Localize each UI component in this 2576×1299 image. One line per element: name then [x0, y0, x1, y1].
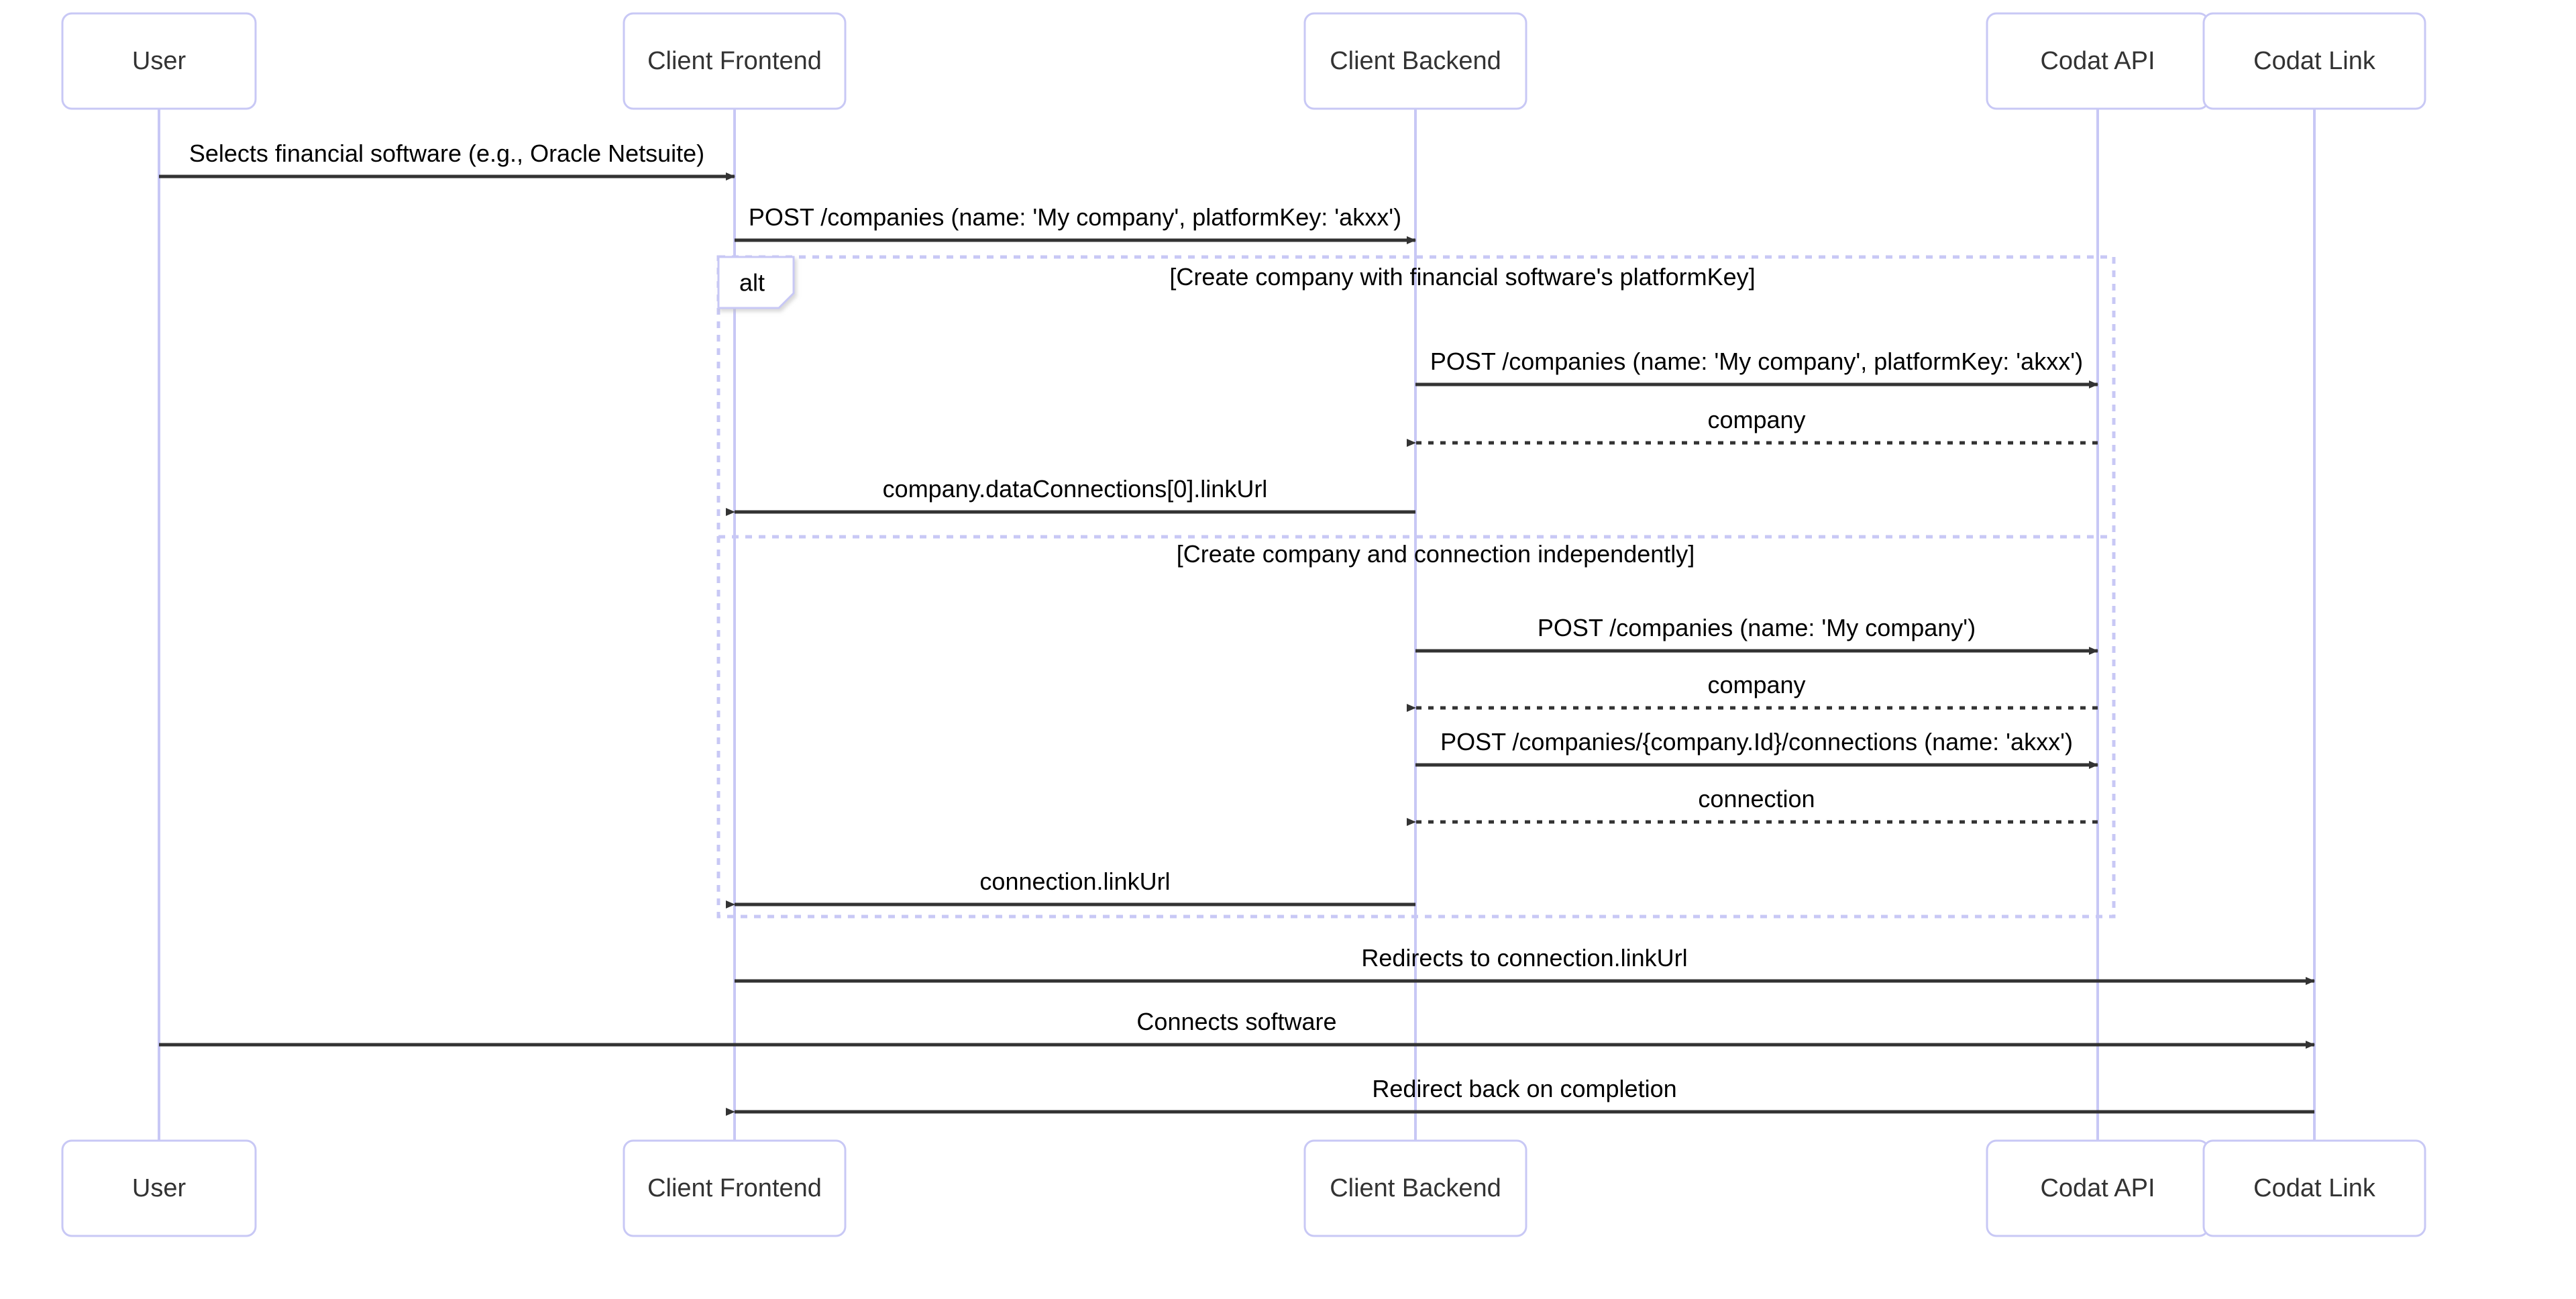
- participant-codatapi-top[interactable]: Codat API: [1986, 12, 2210, 110]
- message-label: POST /companies (name: 'My company', pla…: [1430, 348, 2083, 375]
- participant-frontend-bottom[interactable]: Client Frontend: [623, 1139, 847, 1237]
- fragment-branch-label: [Create company and connection independe…: [1177, 540, 1695, 568]
- message-label: company: [1707, 406, 1805, 433]
- message-m11[interactable]: Redirects to connection.linkUrl: [735, 944, 2315, 985]
- message-m10[interactable]: connection.linkUrl: [726, 868, 1415, 908]
- frames-layer: alt [Create company with financial softwa…: [716, 255, 2116, 919]
- message-label: Selects financial software (e.g., Oracle…: [189, 140, 704, 167]
- message-label: company.dataConnections[0].linkUrl: [883, 475, 1268, 503]
- participant-label: Codat API: [2040, 47, 2155, 75]
- message-m3[interactable]: POST /companies (name: 'My company', pla…: [1415, 348, 2098, 388]
- participant-codatlink-bottom[interactable]: Codat Link: [2202, 1139, 2426, 1237]
- message-label: Connects software: [1136, 1008, 1336, 1035]
- message-m1[interactable]: Selects financial software (e.g., Oracle…: [159, 140, 735, 180]
- participant-codatlink-top[interactable]: Codat Link: [2202, 12, 2426, 110]
- participant-codatapi-bottom[interactable]: Codat API: [1986, 1139, 2210, 1237]
- participant-label: User: [132, 47, 186, 75]
- message-m4[interactable]: company: [1407, 406, 2098, 447]
- fragment-branch-label: [Create company with financial software'…: [1169, 263, 1755, 291]
- message-label: company: [1707, 671, 1805, 698]
- fragment-kind-label: alt: [739, 269, 765, 297]
- message-label: Redirects to connection.linkUrl: [1361, 944, 1687, 972]
- participant-user-bottom[interactable]: User: [61, 1139, 257, 1237]
- message-label: POST /companies/{company.Id}/connections…: [1440, 728, 2073, 756]
- participant-label: Codat API: [2040, 1174, 2155, 1202]
- message-m12[interactable]: Connects software: [159, 1008, 2315, 1049]
- participant-backend-bottom[interactable]: Client Backend: [1303, 1139, 1527, 1237]
- participant-backend-top[interactable]: Client Backend: [1303, 12, 1527, 110]
- fragment-border: [716, 255, 2116, 919]
- message-label: POST /companies (name: 'My company'): [1538, 614, 1976, 641]
- participant-label: Codat Link: [2253, 47, 2376, 75]
- message-label: connection.linkUrl: [979, 868, 1170, 895]
- messages-layer: Selects financial software (e.g., Oracle…: [159, 140, 2315, 1116]
- participant-label: Codat Link: [2253, 1174, 2376, 1202]
- message-label: connection: [1698, 785, 1815, 813]
- message-m2[interactable]: POST /companies (name: 'My company', pla…: [735, 203, 1416, 244]
- message-label: Redirect back on completion: [1372, 1075, 1676, 1102]
- message-label: POST /companies (name: 'My company', pla…: [749, 203, 1401, 231]
- participant-user-top[interactable]: User: [61, 12, 257, 110]
- actors-bottom-layer: User Client Frontend Client Backend Codat A…: [61, 1139, 2426, 1237]
- message-m6[interactable]: POST /companies (name: 'My company'): [1415, 614, 2098, 655]
- participant-label: User: [132, 1174, 186, 1202]
- message-m9[interactable]: connection: [1407, 785, 2098, 826]
- message-m7[interactable]: company: [1407, 671, 2098, 712]
- participant-label: Client Backend: [1330, 47, 1501, 75]
- message-m13[interactable]: Redirect back on completion: [726, 1075, 2314, 1116]
- participant-label: Client Frontend: [647, 47, 822, 75]
- participant-frontend-top[interactable]: Client Frontend: [623, 12, 847, 110]
- actors-top-layer: User Client Frontend Client Backend Codat A…: [61, 12, 2426, 110]
- fragment-tab: [717, 256, 795, 309]
- participant-label: Client Frontend: [647, 1174, 822, 1202]
- fragment-alt-frame: alt [Create company with financial softwa…: [716, 255, 2116, 919]
- participant-label: Client Backend: [1330, 1174, 1501, 1202]
- message-m5[interactable]: company.dataConnections[0].linkUrl: [726, 475, 1415, 516]
- message-m8[interactable]: POST /companies/{company.Id}/connections…: [1415, 728, 2098, 769]
